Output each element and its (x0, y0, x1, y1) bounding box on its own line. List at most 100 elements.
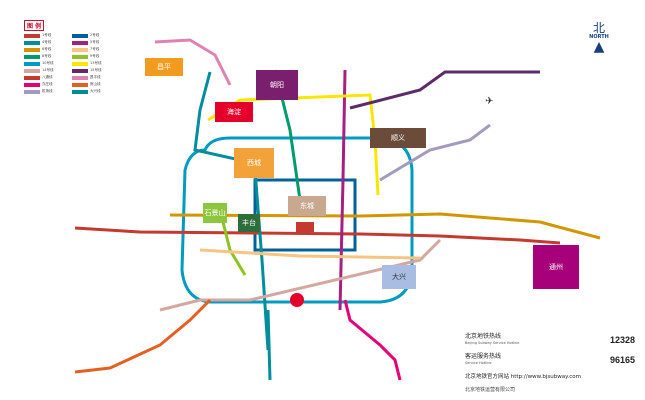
legend-label: 大兴线 (90, 89, 101, 93)
legend-label: 机场线 (42, 89, 53, 93)
legend-label: 八通线 (42, 75, 53, 79)
line-yizhuang[interactable] (343, 299, 402, 381)
north-arrow-icon: ▲ (593, 39, 605, 55)
legend-item: 6号线 (24, 47, 72, 52)
legend-item: 八通线 (24, 75, 72, 80)
hotline-label-1: 北京地铁热线 Beijing Subway Service Hotline (465, 333, 519, 347)
compass: 北 NORTH ▲ (584, 22, 614, 54)
line-14[interactable] (159, 238, 442, 312)
hotline-title-1: 北京地铁热线 (465, 333, 502, 340)
legend-item: 2号线 (72, 33, 120, 38)
legend-swatch (72, 54, 88, 59)
legend-item: 8号线 (24, 54, 72, 59)
legend-label: 亦庄线 (42, 82, 53, 86)
legend-label: 4号线 (42, 40, 52, 44)
district-haidian: 海淀 (215, 102, 253, 122)
legend-label: 8号线 (42, 54, 52, 58)
legend-swatch (72, 61, 88, 66)
hotline-sub-2: Service Hotline (465, 361, 492, 365)
legend-item: 机场线 (24, 89, 72, 94)
legend-swatch (72, 89, 88, 94)
tiananmen-marker (296, 222, 314, 232)
legend-label: 7号线 (90, 47, 100, 51)
line-daxing[interactable] (266, 309, 272, 381)
compass-en: NORTH (589, 34, 609, 40)
line-5[interactable] (338, 69, 347, 311)
district-shunyi: 顺义 (370, 128, 426, 148)
district-xicheng: 西城 (234, 148, 274, 178)
line-7[interactable] (199, 248, 421, 260)
legend-label: 15号线 (90, 68, 102, 72)
hotline-number-2: 96165 (609, 355, 635, 365)
legend-label: 6号线 (42, 47, 52, 51)
legend-swatch (24, 33, 40, 38)
legend-label: 房山线 (90, 82, 101, 86)
district-tongzhou: 通州 (533, 245, 579, 289)
legend: 图 例 1号线 2号线 4号线 5号线 6号线 7号线 8号线 9号线 10号线 13号线 14号线… (24, 20, 120, 94)
district-daxing: 大兴 (382, 265, 416, 289)
legend-item: 昌平线 (72, 75, 120, 80)
district-shijingshan: 石景山 (203, 203, 227, 223)
legend-swatch (24, 61, 40, 66)
legend-swatch (24, 89, 40, 94)
legend-title: 图 例 (24, 20, 45, 31)
line-changping[interactable] (154, 38, 232, 86)
legend-item: 1号线 (24, 33, 72, 38)
legend-item: 亦庄线 (24, 82, 72, 87)
district-chaoyang: 朝阳 (256, 70, 298, 100)
line-airport[interactable] (379, 123, 491, 182)
line-10[interactable] (180, 136, 414, 304)
airport-icon: ✈ (485, 96, 494, 107)
legend-swatch (72, 33, 88, 38)
district-changping: 昌平 (145, 58, 183, 76)
legend-label: 5号线 (90, 40, 100, 44)
hotline-number-1: 12328 (609, 335, 635, 345)
legend-label: 1号线 (42, 33, 52, 37)
legend-swatch (72, 75, 88, 80)
line-9[interactable] (218, 209, 247, 276)
legend-swatch (24, 68, 40, 73)
legend-label: 9号线 (90, 54, 100, 58)
hotline-label-2: 客运服务热线 Service Hotline (465, 353, 501, 367)
legend-swatch (24, 40, 40, 45)
hotline-row-2: 客运服务热线 Service Hotline 96165 (465, 350, 635, 370)
legend-swatch (24, 47, 40, 52)
legend-grid: 1号线 2号线 4号线 5号线 6号线 7号线 8号线 9号线 10号线 13号线 14号线 15号线… (24, 33, 120, 94)
hotline-row-1: 北京地铁热线 Beijing Subway Service Hotline 12… (465, 330, 635, 350)
legend-item: 7号线 (72, 47, 120, 52)
legend-item: 13号线 (72, 61, 120, 66)
legend-swatch (24, 54, 40, 59)
hotline-box: 北京地铁热线 Beijing Subway Service Hotline 12… (465, 330, 635, 393)
legend-item: 大兴线 (72, 89, 120, 94)
station-marker (290, 293, 304, 307)
district-dongcheng: 东城 (288, 196, 326, 216)
legend-item: 4号线 (24, 40, 72, 45)
legend-swatch (24, 82, 40, 87)
legend-swatch (24, 75, 40, 80)
legend-label: 昌平线 (90, 75, 101, 79)
legend-swatch (72, 40, 88, 45)
legend-item: 5号线 (72, 40, 120, 45)
legend-item: 9号线 (72, 54, 120, 59)
hotline-sub-1: Beijing Subway Service Hotline (465, 341, 520, 345)
hotline-title-2: 客运服务热线 (465, 353, 502, 360)
legend-swatch (72, 47, 88, 52)
legend-item: 房山线 (72, 82, 120, 87)
legend-item: 14号线 (24, 68, 72, 73)
legend-item: 15号线 (72, 68, 120, 73)
website-link[interactable]: 北京地铁官方网站 http://www.bjsubway.com (465, 374, 582, 380)
line-15[interactable] (349, 70, 540, 110)
legend-label: 10号线 (42, 61, 54, 65)
line-fangshan[interactable] (74, 298, 212, 374)
legend-swatch (72, 82, 88, 87)
legend-swatch (72, 68, 88, 73)
legend-label: 13号线 (90, 61, 102, 65)
operator-name: 北京地铁运营有限公司 (465, 387, 516, 393)
legend-label: 14号线 (42, 68, 54, 72)
legend-item: 10号线 (24, 61, 72, 66)
legend-label: 2号线 (90, 33, 100, 37)
line-1[interactable] (74, 226, 561, 245)
compass-cn: 北 (592, 21, 605, 35)
district-fengtai: 丰台 (238, 214, 260, 232)
